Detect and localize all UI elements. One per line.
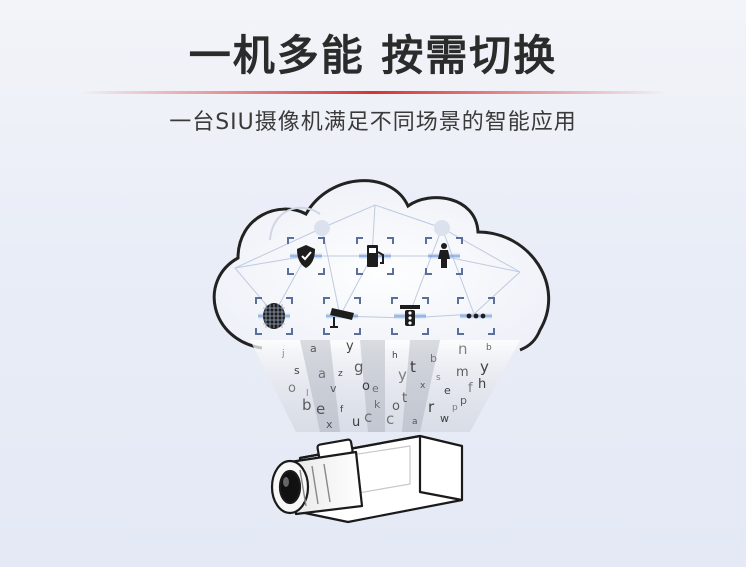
- scenario-icons: [255, 237, 495, 335]
- cctv-camera-icon: [323, 297, 361, 335]
- beam-letter: n: [458, 340, 468, 358]
- cloud-outline: [212, 179, 551, 352]
- beam-letter: u: [352, 415, 360, 430]
- beam-letter: o: [288, 381, 296, 396]
- beam-letter: y: [346, 339, 354, 354]
- shield-check-icon: [287, 237, 325, 275]
- gas-pump-icon: [356, 237, 394, 275]
- beam-letter: c: [364, 408, 372, 426]
- icon-frame: [457, 297, 495, 335]
- beam-letter: o: [392, 399, 400, 414]
- box-camera: [270, 434, 464, 524]
- beam-stripes: [300, 340, 440, 432]
- beam-letter: e: [372, 382, 379, 395]
- face-mesh-icon: [255, 297, 293, 335]
- beam-letter: p: [452, 403, 458, 413]
- beam-letter: e: [316, 400, 325, 418]
- beam-letter: a: [310, 342, 317, 355]
- beam-letter: m: [456, 365, 469, 380]
- beam-letter: r: [428, 398, 435, 416]
- icon-frame: [425, 237, 463, 275]
- beam-letter: f: [468, 381, 473, 396]
- beam-letter: t: [402, 391, 407, 406]
- cloud-outline-inner: [269, 206, 321, 241]
- beam-letter: x: [326, 418, 333, 431]
- icon-frame: [287, 237, 325, 275]
- light-beam: [250, 340, 520, 432]
- beam-letter: f: [340, 405, 344, 415]
- beam-letter: b: [302, 396, 312, 414]
- network-nodes: [314, 220, 450, 236]
- beam-letter: h: [392, 351, 398, 361]
- beam-letter: a: [412, 417, 418, 427]
- beam-letter: v: [330, 382, 337, 395]
- beam-letter: x: [420, 381, 426, 391]
- beam-letter: s: [294, 364, 300, 377]
- beam-letter: e: [444, 384, 451, 397]
- beam-letter: b: [430, 352, 437, 365]
- icon-frame: [255, 297, 293, 335]
- headline-divider: [80, 91, 666, 94]
- beam-letter: j: [281, 349, 285, 359]
- beam-letter: w: [440, 412, 449, 425]
- icon-frame: [391, 297, 429, 335]
- beam-letter: y: [480, 358, 489, 376]
- beam-letter: k: [374, 398, 381, 411]
- icon-frame: [323, 297, 361, 335]
- beam-letter: l: [306, 389, 309, 399]
- beam-letter: b: [486, 343, 492, 353]
- beam-letter: z: [338, 369, 343, 379]
- beam-letter: y: [398, 366, 407, 384]
- headline: 一机多能 按需切换: [188, 31, 558, 80]
- beam-letter: s: [436, 373, 441, 383]
- traffic-signal-icon: [391, 297, 429, 335]
- beam-letter: p: [460, 394, 467, 407]
- beam-letter: c: [386, 410, 394, 428]
- beam-letter: g: [354, 358, 364, 376]
- icon-frame: [356, 237, 394, 275]
- beam-letter: o: [362, 379, 370, 394]
- beam-letter: t: [410, 358, 416, 376]
- human-figure-icon: [425, 237, 463, 275]
- more-icon: [457, 297, 495, 335]
- beam-letter: a: [318, 367, 326, 382]
- beam-letter: h: [478, 377, 486, 392]
- subheadline: 一台SIU摄像机满足不同场景的智能应用: [169, 110, 577, 135]
